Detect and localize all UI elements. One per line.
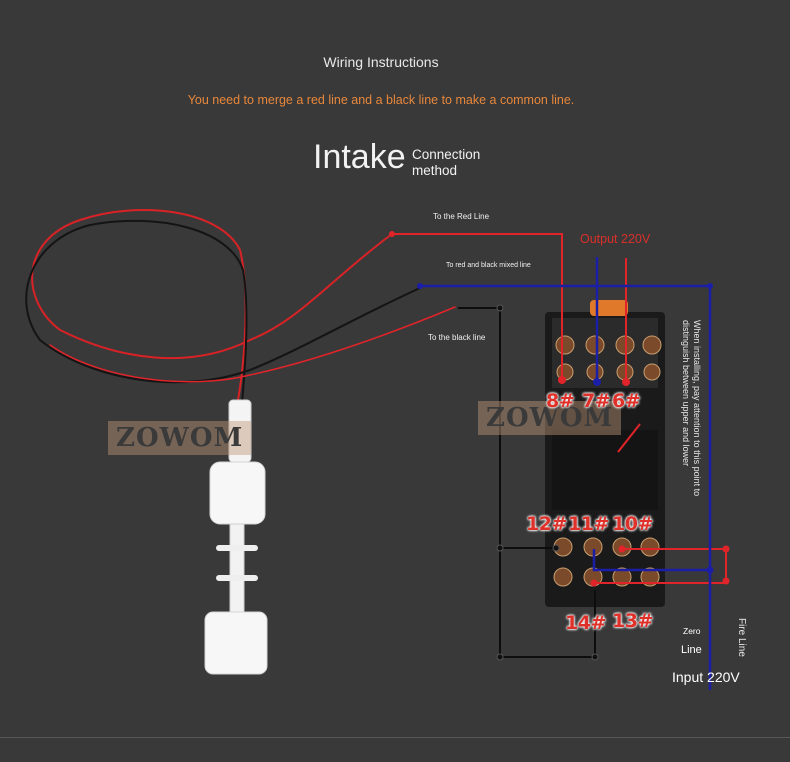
pin-14-label: 14# [565, 612, 606, 634]
intake-heading: Intake [313, 138, 406, 176]
pin-7-label: 7# [582, 390, 611, 412]
float-switch-cable [25, 209, 456, 403]
pin-12-label: 12# [526, 513, 567, 535]
output-label: Output 220V [580, 232, 651, 246]
install-note: When installing, pay attention to this p… [681, 320, 702, 497]
pin-6-label: 6# [612, 390, 641, 412]
pin-11-label: 11# [568, 513, 609, 535]
pin-8-label: 8# [546, 390, 575, 412]
connection-method-heading: Connection method [412, 147, 481, 178]
page-title: Wiring Instructions [323, 54, 439, 70]
watermark-left: ZOWOM [108, 421, 252, 455]
red-line-label: To the Red Line [433, 212, 490, 221]
fire-line-label: Fire Line [736, 618, 747, 657]
relay-socket [545, 300, 665, 607]
pin-13-label: 13# [612, 610, 653, 632]
red-terminal-dots [389, 231, 730, 587]
zero-label: Zero [683, 626, 701, 636]
black-line-label: To the black line [428, 333, 486, 342]
line-label: Line [681, 644, 702, 656]
float-switch [204, 399, 268, 675]
black-terminal-dots [496, 304, 599, 661]
blue-terminal-dots [417, 283, 714, 574]
watermark-right: ZOWOM [478, 401, 622, 435]
mixed-line-label: To red and black mixed line [446, 262, 531, 269]
input-label: Input 220V [672, 669, 740, 685]
pin-10-label: 10# [612, 513, 653, 535]
footer-divider [0, 737, 790, 738]
merge-note: You need to merge a red line and a black… [187, 93, 575, 107]
